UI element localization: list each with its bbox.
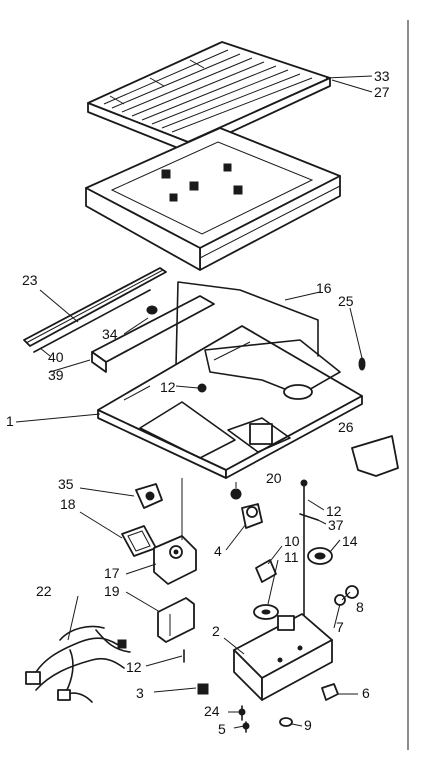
- part-20-nut: [230, 488, 242, 500]
- part-10-light-switch: [255, 559, 277, 583]
- part-12a-screw: [197, 383, 207, 393]
- part-16-wire: [175, 281, 319, 367]
- part-2-bracket: [233, 613, 333, 701]
- callout-14: 14: [342, 533, 358, 549]
- callout-1: 1: [6, 413, 14, 429]
- part-8-bearing: [345, 585, 359, 599]
- part-35-knob: [135, 483, 163, 509]
- part-3-clip: [197, 683, 209, 695]
- part-22-wiring-harness: [25, 625, 131, 703]
- callout-22: 22: [36, 583, 52, 599]
- part-18-plate: [121, 525, 157, 557]
- callout-10: 10: [284, 533, 300, 549]
- callout-40: 40: [48, 349, 64, 365]
- part-6-nut: [321, 683, 339, 701]
- part-1-base-panel: [97, 325, 363, 479]
- callout-27: 27: [374, 84, 390, 100]
- callout-24: 24: [204, 703, 220, 719]
- part-39-rail: [91, 295, 215, 373]
- callout-17: 17: [104, 565, 120, 581]
- part-14-pulley: [307, 547, 333, 565]
- part-5-screw: [242, 721, 250, 733]
- callout-33: 33: [374, 68, 390, 84]
- part-37-clip: [299, 513, 319, 521]
- part-19-bracket: [157, 597, 195, 643]
- part-11-washer: [253, 604, 279, 620]
- callout-39: 39: [48, 367, 64, 383]
- callout-9: 9: [304, 717, 312, 733]
- callout-35: 35: [58, 476, 74, 492]
- part-17-thermostat: [153, 535, 197, 585]
- part-25-bulb: [358, 357, 366, 371]
- callout-4: 4: [214, 543, 222, 559]
- callout-16: 16: [316, 280, 332, 296]
- part-26-foam: [351, 435, 399, 477]
- part-34-screw: [146, 305, 158, 315]
- callout-8: 8: [356, 599, 364, 615]
- callout-12a: 12: [160, 379, 176, 395]
- leader-lines: [15, 75, 373, 729]
- part-27-frame: [85, 127, 341, 271]
- callout-12b: 12: [326, 503, 342, 519]
- callout-5: 5: [218, 721, 226, 737]
- callout-20: 20: [266, 470, 282, 486]
- part-7-plug: [334, 594, 346, 606]
- callout-6: 6: [362, 685, 370, 701]
- part-40-strip: [33, 289, 151, 353]
- callout-34: 34: [102, 326, 118, 342]
- callout-23: 23: [22, 272, 38, 288]
- callout-7: 7: [336, 619, 344, 635]
- callout-26: 26: [338, 419, 354, 435]
- callout-3: 3: [136, 685, 144, 701]
- part-4-control: [241, 503, 263, 529]
- callout-18: 18: [60, 496, 76, 512]
- callout-25: 25: [338, 293, 354, 309]
- callout-labels: 33 27 23 16 25 34 40 39 12 1 26 35 18 20…: [6, 68, 390, 737]
- part-9-washer: [279, 717, 293, 727]
- part-23-strip: [23, 267, 167, 347]
- callout-2: 2: [212, 623, 220, 639]
- callout-11: 11: [284, 549, 299, 565]
- part-24-screw: [238, 705, 246, 721]
- callout-37: 37: [328, 517, 344, 533]
- callout-12c: 12: [126, 659, 142, 675]
- callout-19: 19: [104, 583, 120, 599]
- part-12b-rod: [300, 479, 308, 621]
